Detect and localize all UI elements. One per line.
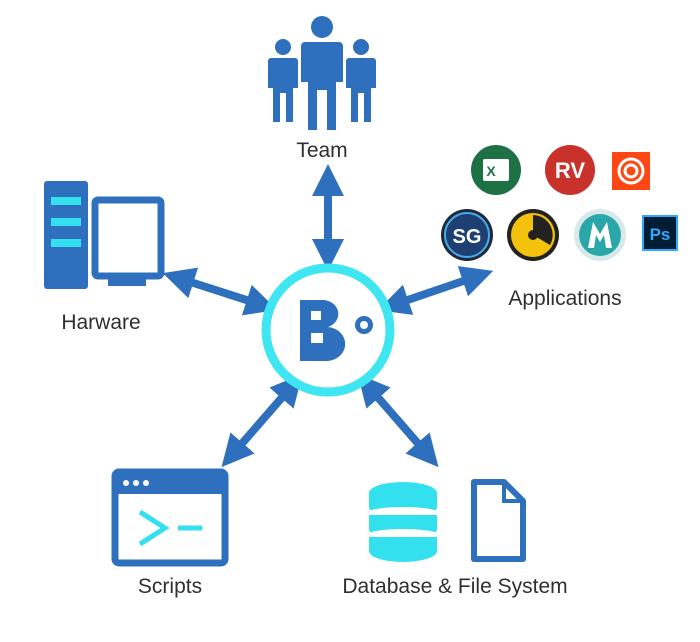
svg-text:SG: SG (453, 226, 482, 248)
team-node: Team (268, 16, 376, 162)
connector-arrows (162, 164, 494, 468)
hardware-node: Harware (44, 181, 165, 334)
arrow-database (357, 373, 439, 468)
brand-logo-icon: B (300, 300, 373, 362)
team-label: Team (296, 139, 347, 162)
arrow-hardware (162, 267, 278, 316)
houdini-icon (612, 152, 650, 190)
scripts-label: Scripts (138, 575, 202, 598)
svg-text:X: X (486, 163, 496, 179)
computer-tower-icon (44, 181, 88, 289)
terminal-window-icon: >- (111, 468, 229, 567)
hardware-label: Harware (61, 311, 140, 334)
excel-icon: X (471, 145, 521, 195)
rv-icon: RV (545, 145, 595, 195)
team-icon (268, 16, 376, 130)
arrow-scripts (221, 373, 303, 468)
arrow-applications (377, 266, 494, 315)
center-hub: B (261, 263, 395, 397)
database-label: Database & File System (342, 575, 567, 598)
monitor-icon (91, 196, 165, 286)
database-icon (369, 482, 437, 562)
applications-node: X RV SG Ps (441, 145, 678, 310)
svg-text:RV: RV (555, 158, 585, 183)
applications-label: Applications (508, 287, 621, 310)
database-node: Database & File System (342, 479, 568, 598)
nuke-icon (507, 209, 559, 261)
shotgun-icon: SG (441, 209, 493, 261)
scripts-node: >- Scripts (111, 468, 229, 598)
maya-icon (574, 209, 626, 261)
photoshop-icon: Ps (642, 215, 678, 251)
svg-text:Ps: Ps (650, 225, 671, 244)
file-document-icon (471, 479, 526, 562)
